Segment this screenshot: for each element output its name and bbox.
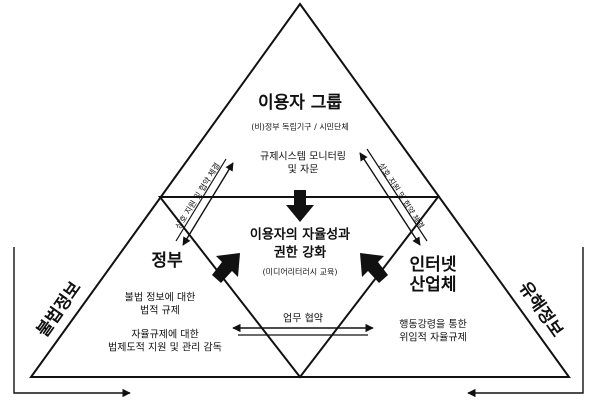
industry-task-line2: 위임적 자율규제 bbox=[399, 332, 467, 344]
government-task2-line2: 법제도적 지원 및 관리 감독 bbox=[108, 342, 222, 354]
user-group-subtitle: (비)정부 독립기구 / 시민단체 bbox=[251, 122, 349, 132]
center-note: (미디어리터러시 교육) bbox=[262, 267, 338, 277]
left-mutual-arrow bbox=[182, 162, 234, 246]
arrow-from-top bbox=[286, 190, 314, 222]
government-task2-line1: 자율규제에 대한 bbox=[131, 329, 199, 341]
industry-task-line1: 행동강령을 통한 bbox=[399, 319, 467, 331]
center-line2: 권한 강화 bbox=[273, 245, 327, 261]
left-side-arrow bbox=[13, 247, 131, 398]
monitoring-line2: 및 자문 bbox=[287, 164, 319, 176]
right-side-arrow bbox=[467, 247, 584, 398]
arrow-from-left bbox=[212, 253, 240, 283]
government-task1-line1: 불법 정보에 대한 bbox=[124, 292, 196, 304]
right-mutual-arrow bbox=[359, 152, 421, 246]
center-line1: 이용자의 자율성과 bbox=[249, 227, 351, 243]
industry-title-line2: 산업체 bbox=[409, 275, 457, 296]
monitoring-line1: 규제시스템 모니터링 bbox=[260, 151, 346, 163]
government-task1-line2: 법적 규제 bbox=[140, 305, 180, 317]
bottom-edge-label: 업무 협약 bbox=[283, 313, 323, 325]
arrow-from-right bbox=[360, 253, 388, 283]
user-group-title: 이용자 그룹 bbox=[257, 93, 343, 114]
government-title: 정부 bbox=[151, 251, 183, 272]
industry-title-line1: 인터넷 bbox=[409, 255, 457, 276]
